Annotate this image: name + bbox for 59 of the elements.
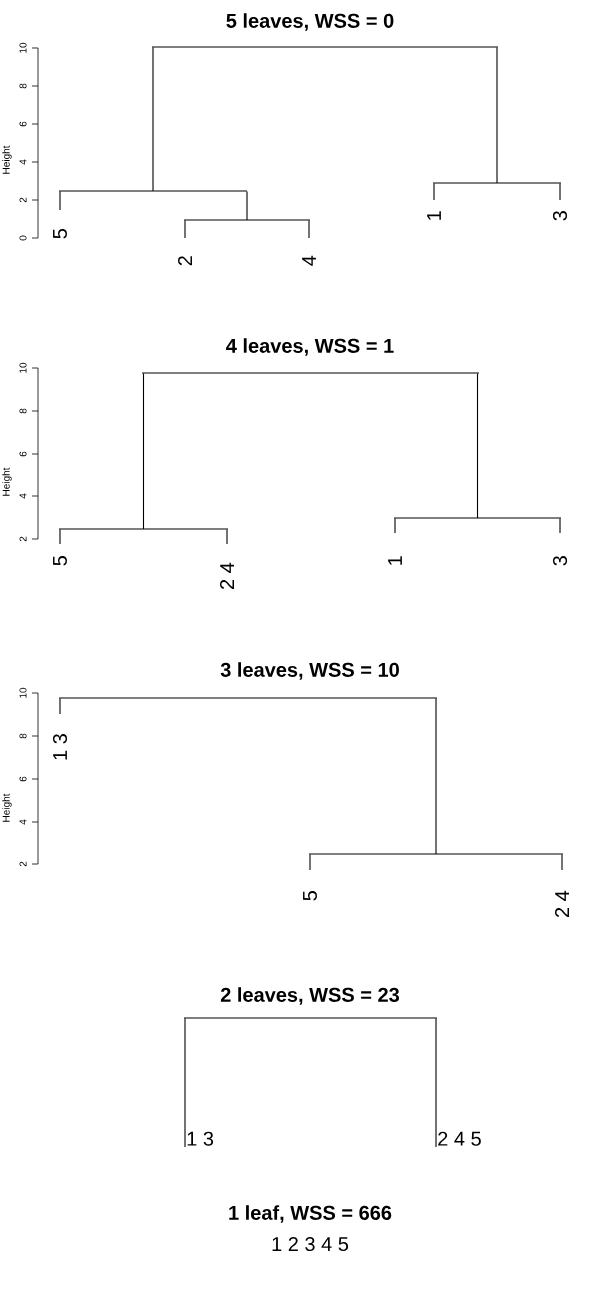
branch-line	[496, 47, 498, 184]
branch-line	[184, 220, 186, 239]
tick-label: 8	[19, 408, 27, 414]
leaf-label: 2 4 5	[438, 1131, 481, 1146]
branch-line	[561, 854, 563, 871]
tick-label: 6	[19, 451, 27, 457]
tick-label: 8	[19, 733, 27, 739]
branch-line	[59, 698, 61, 715]
branch-line	[435, 1018, 437, 1148]
branch-line	[394, 518, 396, 534]
branch-line	[226, 529, 228, 545]
axis-title: Height	[2, 145, 12, 174]
branch-line	[476, 373, 479, 519]
leaf-label: 2 4	[220, 562, 234, 589]
leaf-label: 4	[302, 255, 316, 266]
leaf-label: 5	[53, 556, 67, 566]
tick-label: 10	[19, 687, 27, 698]
branch-line	[309, 854, 311, 871]
leaf-label: 3	[552, 556, 568, 566]
tick-label: 0	[19, 235, 27, 241]
leaf-label: 5	[303, 891, 317, 901]
branch-line	[246, 191, 248, 221]
leaf-label: 1	[388, 556, 402, 565]
tick-label: 4	[19, 493, 27, 499]
leaf-label: 1 2 3 4 5	[272, 1236, 349, 1252]
tick-label: 4	[19, 159, 27, 165]
branch-line	[559, 518, 561, 534]
panel-title: 3 leaves, WSS = 10	[220, 662, 399, 680]
tick-label: 10	[19, 42, 27, 53]
branch-line	[559, 183, 561, 201]
branch-line	[308, 220, 310, 239]
leaf-label: 3	[552, 211, 568, 221]
panel-title: 4 leaves, WSS = 1	[226, 338, 394, 356]
leaf-label: 1 3	[187, 1131, 214, 1146]
branch-line	[152, 47, 154, 192]
branch-line	[59, 529, 61, 545]
axis-title: Height	[2, 793, 12, 822]
leaf-label: 1	[427, 211, 441, 220]
branch-line	[435, 698, 437, 855]
tick-label: 2	[19, 536, 27, 542]
leaf-label: 2	[178, 256, 192, 266]
panel-title: 5 leaves, WSS = 0	[226, 13, 394, 31]
tick-label: 6	[19, 776, 27, 782]
tick-label: 2	[19, 197, 27, 203]
panel-title: 2 leaves, WSS = 23	[220, 987, 400, 1005]
leaf-label: 2 4	[555, 890, 569, 917]
tick-label: 6	[19, 121, 27, 127]
branch-line	[184, 1018, 186, 1148]
leaf-label: 1 3	[52, 734, 68, 760]
axis-title: Height	[2, 467, 12, 496]
panel-title: 1 leaf, WSS = 666	[229, 1205, 392, 1223]
branch-line	[433, 183, 435, 201]
tick-label: 4	[19, 819, 27, 825]
tick-label: 2	[19, 861, 27, 867]
tick-label: 8	[19, 83, 27, 89]
tick-label: 10	[19, 362, 27, 373]
branch-line	[142, 373, 145, 530]
branch-line	[59, 191, 61, 211]
leaf-label: 5	[53, 229, 67, 239]
